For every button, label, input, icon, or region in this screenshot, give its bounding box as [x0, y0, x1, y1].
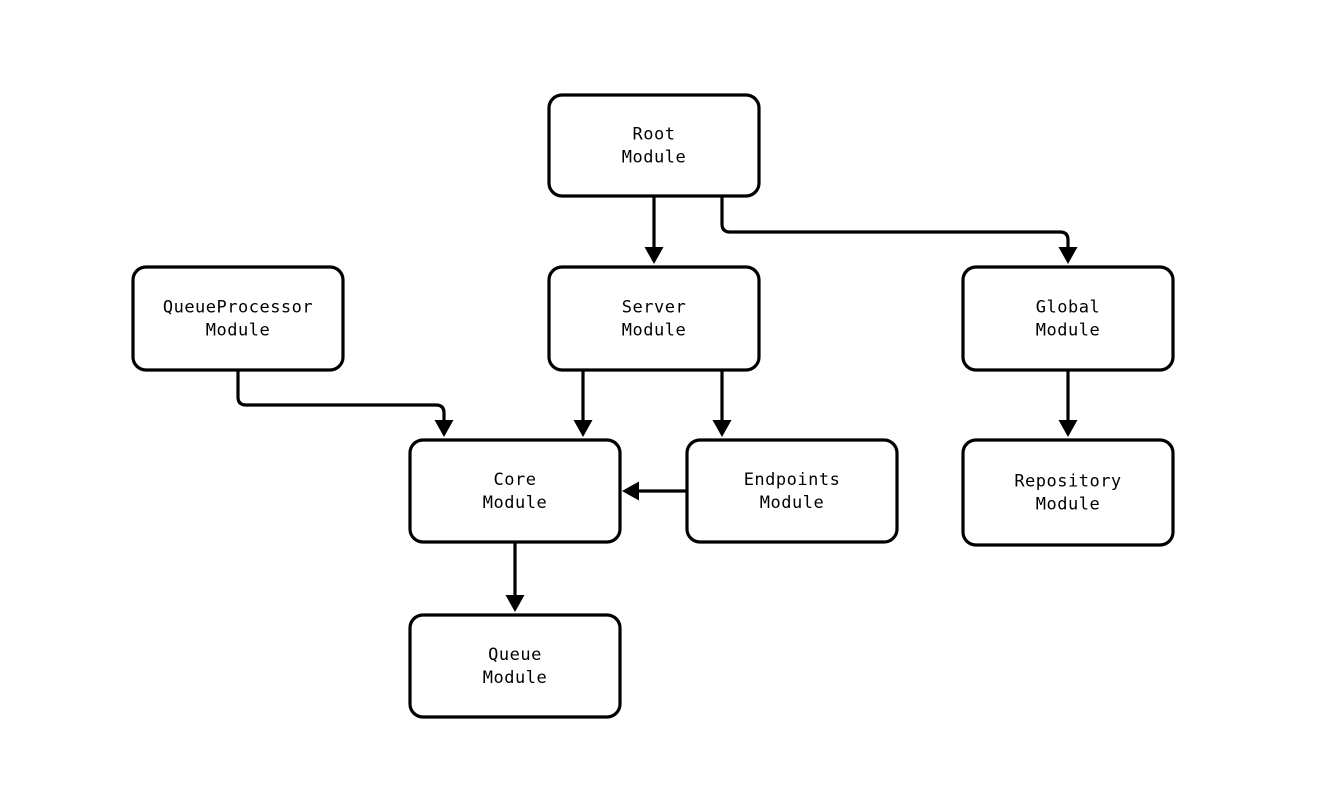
queue-module-node-box[interactable]: [408, 613, 622, 719]
edge-server-to-endpoints: [712, 370, 732, 437]
repository-module-node-box[interactable]: [961, 438, 1175, 547]
repository-module-node-label-line2: Module: [1036, 495, 1100, 515]
queue-module-node-label-line2: Module: [483, 668, 547, 688]
edge-root-to-global-line: [720, 196, 1070, 250]
global-module-node-box[interactable]: [961, 265, 1175, 372]
edge-server-to-core: [573, 370, 593, 437]
edge-queueprocessor-to-core-arrowhead-icon: [434, 420, 454, 437]
edge-server-to-endpoints-arrowhead-icon: [712, 420, 732, 437]
edge-endpoints-to-core: [622, 481, 687, 501]
root-module-node-label-line2: Module: [622, 148, 686, 168]
edge-global-to-repository-arrowhead-icon: [1058, 420, 1078, 437]
endpoints-module-node-box[interactable]: [685, 438, 899, 544]
edge-core-to-queue: [505, 542, 525, 612]
core-module-node-label-line2: Module: [483, 493, 547, 513]
edge-root-to-server: [644, 196, 664, 264]
edge-endpoints-to-core-arrowhead-icon: [622, 481, 639, 501]
edge-server-to-core-arrowhead-icon: [573, 420, 593, 437]
root-module-node-label-line1: Root: [633, 125, 676, 145]
endpoints-module-node-label-line2: Module: [760, 493, 824, 513]
node-layer: RootModuleQueueProcessorModuleServerModu…: [131, 93, 1175, 719]
edge-root-to-global: [720, 196, 1078, 264]
server-module-node-box[interactable]: [547, 265, 761, 372]
repository-module-node-label-line1: Repository: [1014, 472, 1121, 492]
edge-root-to-server-arrowhead-icon: [644, 247, 664, 264]
queue-module-node-label-line1: Queue: [488, 645, 542, 665]
queueprocessor-module-node-label-line1: QueueProcessor: [163, 298, 313, 318]
edge-global-to-repository: [1058, 370, 1078, 437]
server-module-node-label-line1: Server: [622, 298, 686, 318]
global-module-node-label-line1: Global: [1036, 298, 1100, 318]
core-module-node-label-line1: Core: [494, 470, 537, 490]
queueprocessor-module-node-box[interactable]: [131, 265, 345, 372]
global-module-node-label-line2: Module: [1036, 321, 1100, 341]
edge-layer: [236, 196, 1078, 612]
root-module-node-box[interactable]: [547, 93, 761, 198]
edge-root-to-global-arrowhead-icon: [1058, 247, 1078, 264]
server-module-node-label-line2: Module: [622, 321, 686, 341]
endpoints-module-node-label-line1: Endpoints: [744, 470, 841, 490]
core-module-node-box[interactable]: [408, 438, 622, 544]
edge-queueprocessor-to-core: [236, 370, 454, 437]
queueprocessor-module-node-label-line2: Module: [206, 321, 270, 341]
edge-core-to-queue-arrowhead-icon: [505, 595, 525, 612]
edge-queueprocessor-to-core-line: [236, 370, 446, 423]
